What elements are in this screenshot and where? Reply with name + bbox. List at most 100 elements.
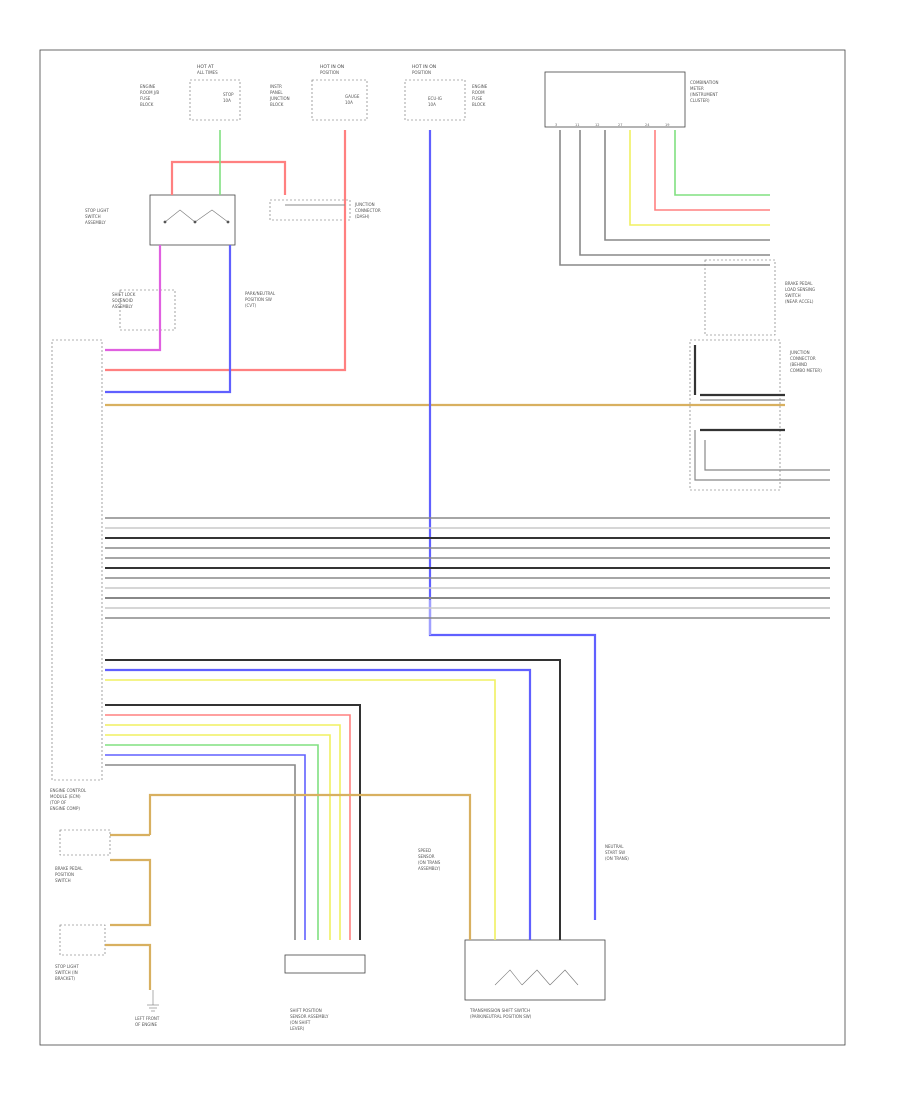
ecm-connector-box: COMBINATION METER (INSTRUMENT CLUSTER) 3… [544,71,719,128]
module-right-mid: JUNCTION CONNECTOR (BEHIND COMBO METER) [689,339,822,491]
svg-text:FUSE: FUSE [472,96,483,101]
junction-gauge: JUNCTION CONNECTOR (DASH) [269,199,381,221]
shift-lock-solenoid: SHIFT LOCK SOLENOID ASSEMBLY [112,289,176,331]
svg-text:SENSOR: SENSOR [418,854,435,859]
svg-text:MODULE (ECM): MODULE (ECM) [50,794,81,799]
fuse-block-left: HOT AT ALL TIMES ENGINE ROOM J/B FUSE BL… [140,64,241,121]
svg-text:STOP: STOP [223,92,234,97]
wire-41 [105,764,296,940]
wire-4 [105,245,162,352]
svg-text:PARK/NEUTRAL: PARK/NEUTRAL [245,291,276,296]
svg-text:BRAKE PEDAL: BRAKE PEDAL [785,281,813,286]
svg-text:JUNCTION: JUNCTION [269,96,290,101]
svg-text:ENGINE COMP): ENGINE COMP) [50,806,80,811]
wire-32 [105,659,561,940]
svg-text:TRANSMISSION SHIFT SWITCH: TRANSMISSION SHIFT SWITCH [469,1008,530,1013]
svg-text:ASSEMBLY: ASSEMBLY [112,304,133,309]
svg-text:27: 27 [618,123,622,127]
svg-text:(PARK/NEUTRAL POSITION SW): (PARK/NEUTRAL POSITION SW) [470,1014,532,1019]
fuse-block-right: HOT IN ON POSITION ENGINE ROOM FUSE BLOC… [404,64,488,121]
svg-text:ALL TIMES: ALL TIMES [197,70,218,75]
svg-text:CONNECTOR: CONNECTOR [790,356,816,361]
svg-text:PANEL: PANEL [270,90,283,95]
svg-text:JUNCTION: JUNCTION [789,350,810,355]
svg-text:ENGINE CONTROL: ENGINE CONTROL [50,788,87,793]
wire-44 [110,858,152,927]
svg-text:SHIFT LOCK: SHIFT LOCK [112,292,136,297]
wire-35 [105,704,361,940]
svg-text:(ON SHIFT: (ON SHIFT [290,1020,311,1025]
wire-40 [105,754,306,940]
svg-text:SHIFT POSITION: SHIFT POSITION [290,1008,322,1013]
svg-text:HOT IN ON: HOT IN ON [320,64,344,70]
svg-text:SWITCH: SWITCH [55,878,71,883]
svg-text:(ON TRANS: (ON TRANS [418,860,441,865]
ground-symbol: LEFT FRONT OF ENGINE [135,990,160,1027]
wire-layer [105,130,830,990]
svg-text:11: 11 [575,123,579,127]
stop-light-switch: STOP LIGHT SWITCH ASSEMBLY [85,194,236,246]
svg-text:CONNECTOR: CONNECTOR [355,208,381,213]
svg-text:ASSEMBLY): ASSEMBLY) [418,866,441,871]
shift-position-connector: SHIFT POSITION SENSOR ASSEMBLY (ON SHIFT… [284,954,366,1031]
svg-text:JUNCTION: JUNCTION [354,202,375,207]
svg-text:METER: METER [690,86,704,91]
wire-34 [105,679,496,940]
wire-37 [105,724,341,940]
stop-lamp-sensor: BRAKE PEDAL POSITION SWITCH STOP LIGHT S… [55,829,111,981]
wire-42 [148,793,472,940]
svg-text:(INSTRUMENT: (INSTRUMENT [690,92,718,97]
svg-text:SOLENOID: SOLENOID [112,298,133,303]
park-neutral-label: PARK/NEUTRAL POSITION SW (CVT) [245,291,276,308]
svg-text:STOP LIGHT: STOP LIGHT [55,964,79,969]
svg-text:SWITCH: SWITCH [785,293,801,298]
wire-20 [704,440,830,471]
svg-text:(TOP OF: (TOP OF [50,800,67,805]
svg-text:ROOM J/B: ROOM J/B [140,90,159,95]
svg-text:POSITION: POSITION [412,70,431,75]
svg-text:HOT AT: HOT AT [197,64,214,70]
svg-text:START SW: START SW [605,850,625,855]
wire-33 [105,668,532,940]
diagram-frame [39,49,846,1046]
engine-control-module: ENGINE CONTROL MODULE (ECM) (TOP OF ENGI… [50,339,103,811]
fuse-block-mid: HOT IN ON POSITION INSTR PANEL JUNCTION … [269,64,368,121]
svg-text:BLOCK: BLOCK [270,102,284,107]
speed-sensor-labels: SPEED SENSOR (ON TRANS ASSEMBLY) NEUTRAL… [418,844,629,871]
svg-text:ROOM: ROOM [472,90,485,95]
svg-text:ECU-IG: ECU-IG [428,96,442,101]
svg-text:(CVT): (CVT) [245,303,257,308]
svg-text:ASSEMBLY: ASSEMBLY [85,220,106,225]
wire-45 [105,943,152,990]
svg-text:(DASH): (DASH) [355,214,370,219]
svg-text:FUSE: FUSE [140,96,151,101]
svg-text:10A: 10A [345,100,353,105]
svg-text:BLOCK: BLOCK [472,102,486,107]
svg-text:LEVER): LEVER) [290,1026,305,1031]
svg-text:SPEED: SPEED [418,848,431,853]
svg-text:(NEAR ACCEL): (NEAR ACCEL) [785,299,814,304]
svg-text:GAUGE: GAUGE [345,94,360,99]
svg-text:OF ENGINE: OF ENGINE [135,1022,158,1027]
wire-9 [559,130,770,266]
svg-text:POSITION SW: POSITION SW [245,297,272,302]
wire-13 [654,130,770,211]
svg-text:BLOCK: BLOCK [140,102,154,107]
svg-text:LEFT FRONT: LEFT FRONT [135,1016,160,1021]
wire-14 [674,130,770,196]
wire-39 [105,744,319,940]
wire-0 [170,160,287,195]
svg-text:BRACKET): BRACKET) [55,976,75,981]
svg-text:COMBINATION: COMBINATION [690,80,719,85]
svg-text:SWITCH (IN: SWITCH (IN [55,970,78,975]
svg-text:POSITION: POSITION [320,70,339,75]
svg-text:HOT IN ON: HOT IN ON [412,64,436,70]
svg-text:ENGINE: ENGINE [472,84,488,89]
svg-text:SWITCH: SWITCH [85,214,101,219]
svg-text:NEUTRAL: NEUTRAL [605,844,624,849]
svg-text:BRAKE PEDAL: BRAKE PEDAL [55,866,83,871]
wire-18 [694,430,830,481]
svg-text:12: 12 [595,123,599,127]
